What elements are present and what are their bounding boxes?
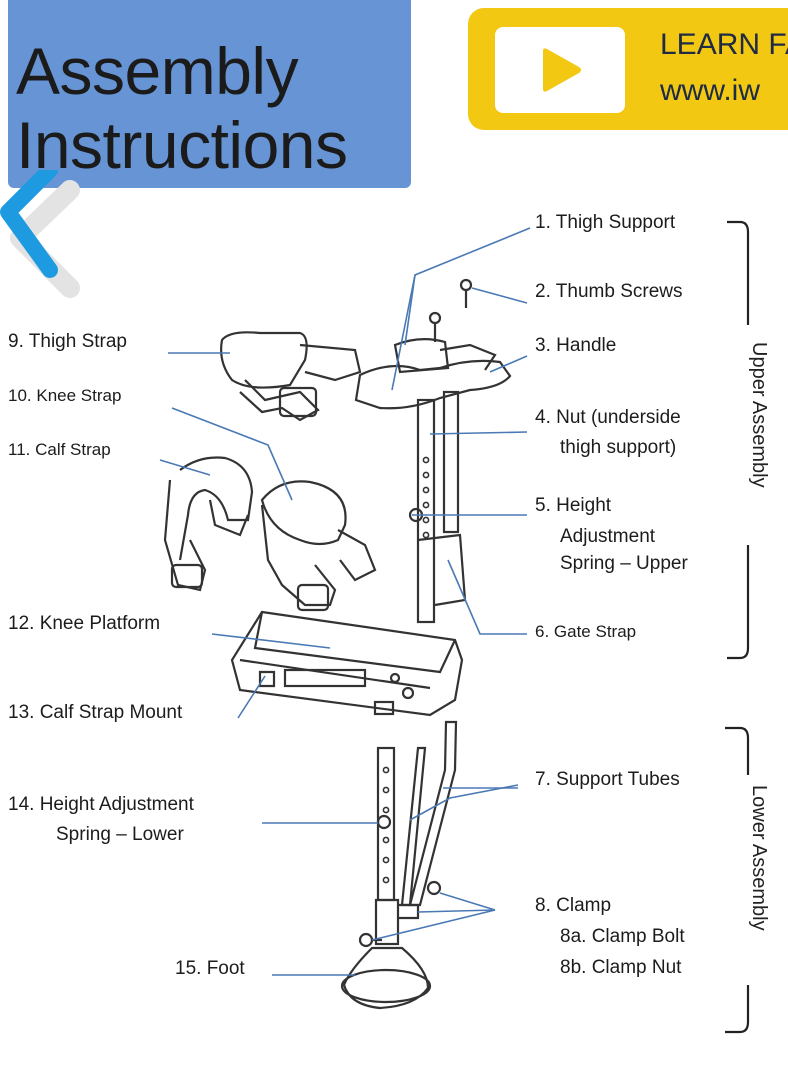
back-chevron-icon[interactable] (0, 170, 90, 310)
title-line-1: Assembly (16, 34, 299, 108)
label-clamp-nut: 8b. Clamp Nut (560, 957, 682, 978)
knee-platform-drawing (230, 610, 464, 717)
section-upper-assembly: Upper Assembly (748, 342, 770, 488)
play-button[interactable] (495, 27, 625, 113)
section-lower-assembly: Lower Assembly (748, 785, 770, 931)
label-thigh-strap: 9. Thigh Strap (8, 331, 128, 352)
label-gate-strap: 6. Gate Strap (535, 622, 637, 641)
label-foot: 15. Foot (175, 958, 245, 979)
label-clamp: 8. Clamp (535, 895, 612, 916)
learn-text-line-1: LEARN FA (660, 28, 788, 61)
section-brackets (725, 220, 750, 1034)
label-nut-detail: thigh support) (560, 437, 677, 458)
label-calf-strap: 11. Calf Strap (8, 440, 111, 459)
label-height-adjustment-upper-2: Adjustment (560, 526, 656, 547)
label-thigh-support: 1. Thigh Support (535, 212, 676, 233)
label-height-adjustment-upper: 5. Height (535, 495, 612, 516)
leader-lines (159, 227, 531, 976)
label-nut: 4. Nut (underside (535, 407, 681, 428)
label-knee-platform: 12. Knee Platform (8, 613, 161, 634)
label-handle: 3. Handle (535, 335, 617, 356)
label-height-adjustment-lower: 14. Height Adjustment (8, 794, 194, 815)
thigh-strap-drawing (220, 331, 362, 422)
knee-strap-drawing (260, 480, 377, 612)
label-calf-strap-mount: 13. Calf Strap Mount (8, 702, 183, 723)
title-line-2: Instructions (16, 108, 348, 182)
label-thumb-screws: 2. Thumb Screws (535, 281, 683, 302)
learn-text-line-2: www.iw (660, 74, 761, 107)
learn-link[interactable]: LEARN FA www.iw (660, 22, 788, 114)
title-banner (8, 0, 411, 188)
label-height-adjustment-upper-3: Spring – Upper (560, 553, 688, 574)
lower-assembly-drawing (340, 720, 458, 1010)
page-title: Assembly Instructions (16, 34, 436, 182)
label-support-tubes: 7. Support Tubes (535, 769, 680, 790)
label-knee-strap: 10. Knee Strap (8, 386, 122, 405)
play-icon (543, 48, 581, 92)
calf-strap-drawing (163, 456, 254, 592)
upper-assembly-drawing (354, 278, 512, 624)
label-height-adjustment-lower-2: Spring – Lower (56, 824, 184, 845)
label-clamp-bolt: 8a. Clamp Bolt (560, 926, 685, 947)
